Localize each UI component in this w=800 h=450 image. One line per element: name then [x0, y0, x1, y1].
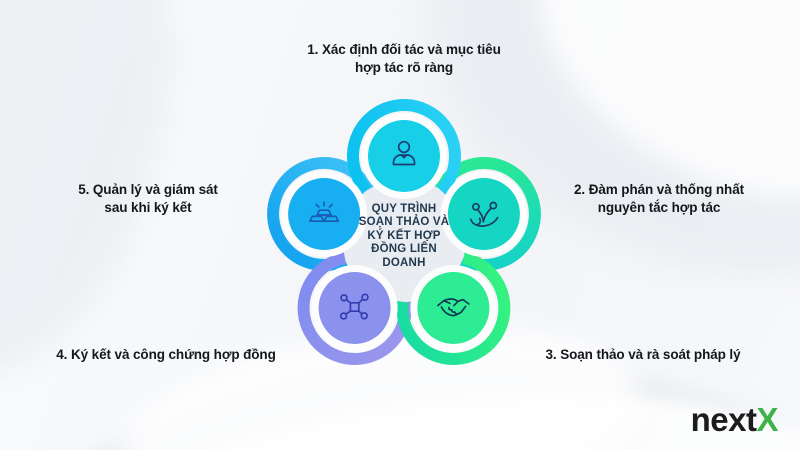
- step-2-label: 2. Đàm phán và thống nhất nguyên tắc hợp…: [573, 182, 744, 215]
- ring-step-1: [347, 99, 462, 213]
- icon-circle-step-1: [368, 120, 440, 192]
- icon-circle-step-2: [447, 178, 520, 250]
- handshake-icon: [437, 298, 470, 317]
- hand-plant-icon: [470, 201, 499, 227]
- icon-circle-step-5: [288, 178, 361, 250]
- ring-step-3: [396, 251, 511, 365]
- logo-text-next: next: [690, 401, 757, 438]
- step-4-label: 4. Ký kết và công chứng hợp đồng: [56, 347, 276, 362]
- nextx-logo: nextX: [690, 401, 779, 438]
- step-3-label: 3. Soạn thảo và rà soát pháp lý: [545, 347, 741, 362]
- step-1-label: 1. Xác định đối tác và mục tiêu hợp tác …: [307, 42, 501, 75]
- molecule-icon: [339, 293, 369, 320]
- icon-circle-step-4: [318, 272, 391, 344]
- icon-circle-step-3: [417, 272, 490, 344]
- diagram-title: QUY TRÌNH SOẠN THẢO VÀ KÝ KẾT HỢP ĐỒNG L…: [358, 203, 450, 269]
- user-icon: [392, 140, 416, 166]
- logo-text-x: X: [756, 401, 778, 438]
- step-5-label: 5. Quản lý và giám sát sau khi ký kết: [78, 182, 218, 215]
- gold-bars-icon: [309, 201, 340, 223]
